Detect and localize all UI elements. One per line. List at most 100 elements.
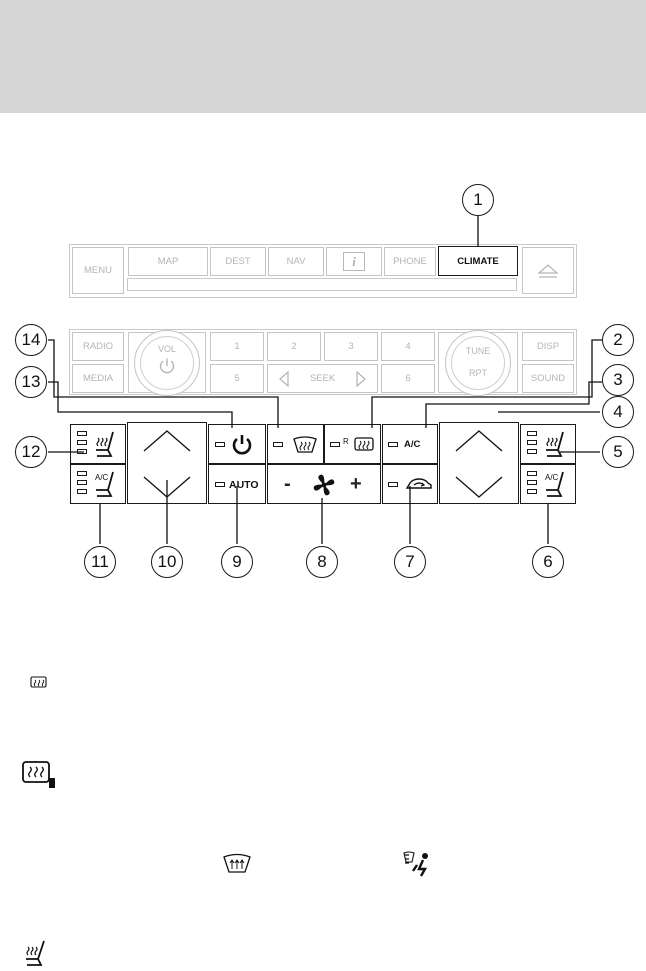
passenger-temperature-up-icon	[455, 430, 503, 452]
sound-button[interactable]: SOUND	[522, 364, 574, 393]
rear-window-defrost-small-icon	[30, 676, 47, 688]
info-button[interactable]: i	[326, 247, 382, 276]
callout-1: 1	[462, 184, 494, 216]
right-seat-heat-led-3	[527, 449, 537, 454]
volume-label: VOL	[157, 344, 176, 354]
auto-led	[215, 482, 225, 487]
front-defrost-icon	[293, 436, 317, 453]
media-button[interactable]: MEDIA	[72, 364, 124, 393]
right-seat-cool-led-2	[527, 480, 537, 485]
front-defrost-led	[273, 442, 283, 447]
power-led	[215, 442, 225, 447]
fan-speed-control[interactable]: - +	[267, 464, 381, 504]
recirculation-led	[388, 482, 398, 487]
eject-icon	[537, 263, 559, 278]
passenger-temperature-rocker[interactable]	[439, 422, 519, 504]
preset-4-button[interactable]: 4	[381, 332, 435, 361]
auto-label: AUTO	[229, 479, 259, 491]
seek-button[interactable]: SEEK	[267, 364, 378, 393]
ac-led	[388, 442, 398, 447]
preset-2-button[interactable]: 2	[267, 332, 321, 361]
left-seat-cool-led-3	[77, 489, 87, 494]
left-seat-heat-led-3	[77, 449, 87, 454]
dest-button[interactable]: DEST	[210, 247, 266, 276]
callout-14: 14	[15, 324, 47, 356]
front-defrost-icon-text	[223, 853, 251, 873]
disc-slot	[127, 278, 517, 291]
right-seat-heat-led-2	[527, 440, 537, 445]
callout-10: 10	[151, 546, 183, 578]
seek-label: SEEK	[309, 373, 336, 384]
preset-1-button[interactable]: 1	[210, 332, 264, 361]
heated-seat-small-icon	[26, 940, 45, 966]
rear-window-defrost-icon	[354, 437, 374, 451]
callout-7: 7	[394, 546, 426, 578]
power-icon	[232, 435, 252, 455]
callout-12: 12	[15, 436, 47, 468]
left-seat-cool-led-2	[77, 480, 87, 485]
menu-button[interactable]: MENU	[72, 247, 124, 294]
left-seat-heat-led-1	[77, 431, 87, 436]
callout-3: 3	[602, 364, 634, 396]
right-seat-ac-label: A/C	[545, 473, 559, 482]
climate-power-button[interactable]	[208, 424, 266, 464]
right-heated-seat-icon	[546, 431, 564, 457]
heated-seat-icon	[96, 431, 114, 457]
right-cooled-seat-button[interactable]: A/C	[520, 464, 576, 504]
rpt-label: RPT	[469, 368, 487, 378]
callout-2: 2	[602, 324, 634, 356]
callout-11: 11	[84, 546, 116, 578]
seek-right-icon	[356, 371, 366, 387]
header-bar	[0, 0, 646, 113]
eject-button[interactable]	[522, 247, 574, 294]
preset-5-button[interactable]: 5	[210, 364, 264, 393]
preset-6-button[interactable]: 6	[381, 364, 435, 393]
callout-9: 9	[221, 546, 253, 578]
map-button[interactable]: MAP	[128, 247, 208, 276]
left-cooled-seat-button[interactable]: A/C	[70, 464, 126, 504]
nav-button[interactable]: NAV	[268, 247, 324, 276]
phone-button[interactable]: PHONE	[384, 247, 436, 276]
right-seat-cool-led-3	[527, 489, 537, 494]
rear-defrost-r-label: R	[343, 437, 349, 446]
right-heated-seat-button[interactable]	[520, 424, 576, 464]
power-icon-faded	[159, 358, 175, 374]
recirculation-button[interactable]	[382, 464, 438, 504]
tune-label: TUNE	[465, 346, 491, 356]
left-seat-cool-led-1	[77, 471, 87, 476]
callout-6: 6	[532, 546, 564, 578]
rear-defrost-led	[330, 442, 340, 447]
recirculation-icon	[405, 478, 432, 489]
driver-temperature-rocker[interactable]	[127, 422, 207, 504]
left-seat-ac-label: A/C	[95, 473, 109, 482]
right-seat-heat-led-1	[527, 431, 537, 436]
fan-minus-button[interactable]: -	[284, 473, 291, 495]
right-cooled-seat-icon	[546, 471, 564, 497]
radio-button[interactable]: RADIO	[72, 332, 124, 361]
info-icon: i	[343, 252, 365, 271]
auto-button[interactable]: AUTO	[208, 464, 266, 504]
temperature-down-icon	[143, 476, 191, 498]
right-seat-cool-led-1	[527, 471, 537, 476]
callout-5: 5	[602, 436, 634, 468]
front-defrost-button[interactable]	[267, 424, 324, 464]
left-seat-heat-led-2	[77, 440, 87, 445]
callout-8: 8	[306, 546, 338, 578]
rear-defrost-button[interactable]: R	[324, 424, 381, 464]
callout-13: 13	[15, 366, 47, 398]
disp-button[interactable]: DISP	[522, 332, 574, 361]
fan-plus-button[interactable]: +	[350, 473, 362, 495]
callout-4: 4	[602, 396, 634, 428]
cooled-seat-icon	[96, 471, 114, 497]
floor-defrost-icon	[403, 851, 428, 877]
heated-mirror-icon	[22, 761, 55, 788]
seek-left-icon	[279, 371, 289, 387]
ac-button[interactable]: A/C	[382, 424, 438, 464]
ac-label: A/C	[404, 439, 421, 450]
tune-knob-inner	[451, 336, 505, 390]
preset-3-button[interactable]: 3	[324, 332, 378, 361]
passenger-temperature-down-icon	[455, 476, 503, 498]
temperature-up-icon	[143, 430, 191, 452]
left-heated-seat-button[interactable]	[70, 424, 126, 464]
climate-button[interactable]: CLIMATE	[438, 246, 518, 276]
